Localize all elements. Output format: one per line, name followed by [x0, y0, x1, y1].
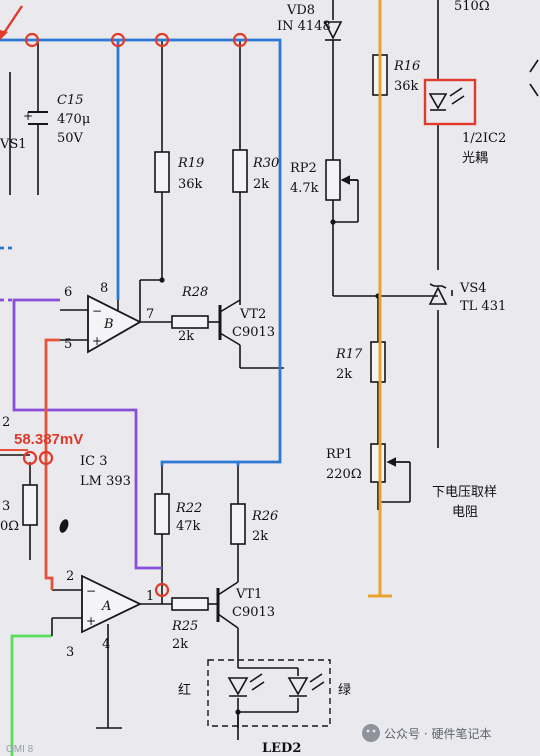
- vt2-part: C9013: [232, 325, 275, 340]
- ic3-part: LM 393: [80, 474, 131, 489]
- ic3-ref: IC 3: [80, 454, 108, 469]
- vt2-ref: VT2: [239, 307, 266, 322]
- blue-supply-rail: [0, 38, 282, 466]
- opamp-a-pin-minus: 2: [66, 569, 74, 584]
- voltage-reading-annotation: 58.387mV: [14, 431, 83, 448]
- vs4-part: TL 431: [460, 299, 506, 314]
- opamp-a-plus: +: [86, 614, 96, 628]
- r19-ref: R19: [177, 156, 204, 171]
- r-left-body: [22, 484, 38, 526]
- r30-value: 2k: [253, 177, 269, 192]
- r25-ref: R25: [171, 619, 198, 634]
- red-pointer-arrow: [1, 5, 23, 37]
- opamp-a-minus: −: [86, 584, 96, 598]
- r30-ref: R30: [252, 156, 279, 171]
- r19-body: [154, 151, 170, 193]
- led2-ref: LED2: [262, 741, 301, 756]
- opamp-a-pin-gnd: 4: [102, 637, 110, 652]
- black-wiring: [0, 0, 539, 740]
- c15-voltage: 50V: [57, 131, 84, 146]
- opamp-b-symbol: [87, 294, 142, 354]
- c15-value: 470μ: [57, 112, 90, 127]
- opamp-b-minus: −: [92, 304, 102, 318]
- wechat-icon: [362, 724, 380, 742]
- rp2-ref: RP2: [290, 161, 317, 176]
- opamp-b-pin-vcc: 8: [100, 281, 108, 296]
- opamp-b-pin-plus: 5: [64, 337, 72, 352]
- c15-ref: C15: [57, 93, 84, 108]
- r19-value: 36k: [178, 177, 203, 192]
- ic2-highlight-box: [423, 78, 477, 126]
- led2-red-label: 红: [178, 682, 191, 698]
- vd8-diode-symbol: [323, 21, 343, 41]
- r28-ref: R28: [181, 285, 208, 300]
- opamp-b-pin-out: 7: [146, 307, 154, 322]
- vs1-ref: VS1: [0, 137, 27, 152]
- c15-plus-mark: +: [23, 109, 33, 123]
- r16-value: 36k: [394, 79, 419, 94]
- vt1-ref: VT1: [235, 587, 262, 602]
- r28-value: 2k: [178, 329, 194, 344]
- opamp-a-pin-plus: 3: [66, 645, 74, 660]
- opamp-a-symbol: [81, 574, 143, 634]
- r25-body: [171, 597, 209, 611]
- r-left-value-fragment: 0Ω: [0, 519, 19, 534]
- rp1-value: 220Ω: [326, 467, 362, 482]
- vd8-ref: VD8: [286, 3, 315, 18]
- camera-mark: OMI 8: [6, 744, 34, 755]
- r17-value: 2k: [336, 367, 352, 382]
- r510-value: 510Ω: [454, 0, 490, 14]
- r26-value: 2k: [252, 529, 268, 544]
- opamp-b-ref: B: [103, 317, 114, 332]
- opamp-a-pin-out: 1: [146, 589, 154, 604]
- vs4-tl431-symbol: [428, 283, 448, 305]
- rp2-body: [325, 159, 341, 201]
- ic2-desc: 光耦: [462, 151, 488, 166]
- component-labels: VD8 IN 4148 510Ω R16 36k C15 470μ 50V VS…: [0, 0, 506, 756]
- ink-blot: [59, 519, 69, 533]
- purple-wire: [0, 298, 162, 570]
- r17-body: [370, 341, 386, 383]
- rp2-value: 4.7k: [290, 181, 319, 196]
- r-left-ref-fragment: 2: [2, 415, 10, 430]
- c15-capacitor-symbol: [28, 111, 48, 125]
- sampling-label-line2: 电阻: [452, 505, 478, 520]
- green-wire: [10, 634, 52, 756]
- opamp-b-plus: +: [92, 334, 102, 348]
- vt1-part: C9013: [232, 605, 275, 620]
- r25-value: 2k: [172, 637, 188, 652]
- led2-dashed-box: [207, 659, 331, 727]
- r26-ref: R26: [251, 509, 278, 524]
- rp1-ref: RP1: [326, 447, 353, 462]
- rp1-body: [370, 443, 386, 483]
- r22-value: 47k: [176, 519, 201, 534]
- vd8-part: IN 4148: [277, 19, 331, 34]
- r22-body: [154, 493, 170, 535]
- ic2-ref: 1/2IC2: [462, 131, 506, 146]
- watermark-text: 公众号 · 硬件笔记本: [384, 726, 491, 741]
- r28-body: [171, 315, 209, 329]
- r26-body: [230, 503, 246, 545]
- opamp-b-pin-minus: 6: [64, 285, 72, 300]
- r17-ref: R17: [335, 347, 363, 362]
- r-left-ref-fragment2: 3: [2, 499, 10, 514]
- led2-diodes: [227, 673, 325, 697]
- opamp-a-ref: A: [101, 599, 111, 614]
- vs4-ref: VS4: [459, 281, 487, 296]
- r30-body: [232, 149, 248, 193]
- red-probe-markers: [22, 32, 248, 598]
- r22-ref: R22: [175, 501, 202, 516]
- sampling-label-line1: 下电压取样: [432, 485, 497, 500]
- red-pointer-arrow-head: [0, 30, 8, 40]
- ic2-led-symbol: [428, 87, 465, 111]
- r16-ref: R16: [393, 59, 420, 74]
- led2-green-label: 绿: [338, 683, 351, 698]
- watermark: 公众号 · 硬件笔记本: [362, 724, 491, 742]
